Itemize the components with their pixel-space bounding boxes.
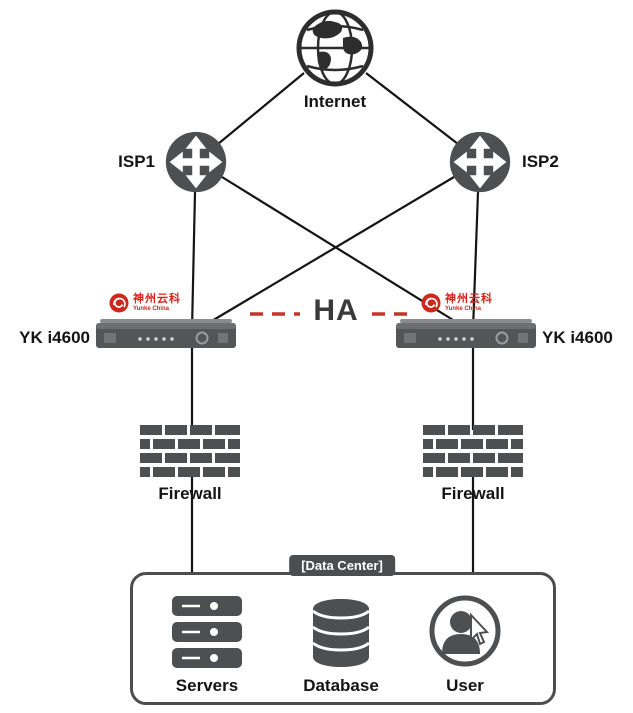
cursor-icon xyxy=(470,612,490,646)
yunke-logo-en: Yunke China xyxy=(133,306,170,312)
servers-icon xyxy=(172,596,242,673)
yunke-swirl-icon xyxy=(421,293,441,313)
link-isp2-lb-left xyxy=(199,176,455,329)
isp2-label: ISP2 xyxy=(522,152,559,171)
internet-label: Internet xyxy=(303,92,367,111)
servers-label: Servers xyxy=(175,676,239,695)
firewall-left-label: Firewall xyxy=(158,484,222,503)
firewall-left-icon xyxy=(140,425,240,482)
lb-right-label: YK i4600 xyxy=(542,328,613,347)
lb-left-appliance-icon xyxy=(96,318,236,357)
link-internet-isp1 xyxy=(217,72,305,145)
lb-left-label: YK i4600 xyxy=(19,328,90,347)
isp1-label: ISP1 xyxy=(118,152,155,171)
database-icon xyxy=(309,598,373,673)
firewall-right-icon xyxy=(423,425,523,482)
user-label: User xyxy=(446,676,484,695)
yunke-swirl-icon xyxy=(109,293,129,313)
isp2-router-icon xyxy=(447,129,513,200)
yunke-logo-cn: 神州云科 xyxy=(133,293,181,305)
link-isp1-lb-left xyxy=(190,191,197,331)
ha-label: HA xyxy=(313,294,359,327)
yunke-logo-left: 神州云科 Yunke China xyxy=(108,292,181,314)
internet-globe-icon xyxy=(295,8,375,93)
firewall-right-label: Firewall xyxy=(441,484,505,503)
datacenter-badge: [Data Center] xyxy=(289,555,395,576)
database-label: Database xyxy=(303,676,379,695)
yunke-logo-right: 神州云科 Yunke China xyxy=(420,292,493,314)
user-icon xyxy=(428,594,502,673)
yunke-logo-en: Yunke China xyxy=(445,306,482,312)
link-isp2-lb-right xyxy=(471,191,480,331)
yunke-logo-cn: 神州云科 xyxy=(445,293,493,305)
isp1-router-icon xyxy=(163,129,229,200)
link-internet-isp2 xyxy=(365,72,459,145)
lb-right-appliance-icon xyxy=(396,318,536,357)
